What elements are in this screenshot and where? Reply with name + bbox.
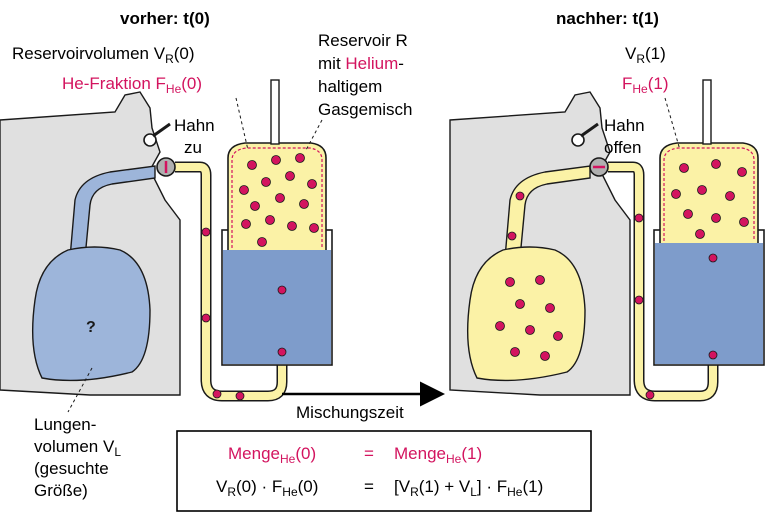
tube-fill-after: [608, 163, 717, 400]
svg-text:Lungen-: Lungen-: [34, 415, 96, 434]
tube-particles-before: [201, 227, 287, 401]
heading-after: nachher: t(1): [556, 9, 659, 28]
equation-line2-eq: =: [364, 477, 374, 496]
svg-text:Gasgemisch: Gasgemisch: [318, 100, 412, 119]
valve-closed-label-line2: zu: [184, 138, 202, 157]
helium-particles-after: [671, 159, 749, 239]
equation-line2-right: [VR(1) + VL] · FHe(1): [394, 477, 543, 499]
reservoir-volume-before-label: Reservoirvolumen VR(0): [12, 44, 195, 66]
lung-after: [466, 246, 586, 382]
bell-rod-after: [702, 79, 712, 145]
lung-volume-label: Lungen- volumen VL (gesuchte Größe): [34, 415, 121, 500]
bell-outline-dashed-before: [231, 147, 323, 248]
bell-outline-dashed-after: [663, 147, 755, 241]
equation-line2-left: VR(0) · FHe(0): [216, 477, 318, 499]
equation-line1-right: MengeHe(1): [394, 444, 482, 466]
tube-fill-before: [175, 163, 286, 400]
mouthpiece-before: [143, 133, 157, 147]
svg-text:haltigem: haltigem: [318, 77, 382, 96]
bell-rod-before: [270, 79, 280, 145]
equation-line1-left: MengeHe(0): [228, 444, 316, 466]
valve-open-label-line2: offen: [604, 138, 642, 157]
mouthpiece-stem-after: [580, 122, 599, 138]
mouthpiece-stem-before: [152, 122, 171, 138]
leader-lines: [67, 97, 681, 413]
reservoir-volume-after-label: VR(1): [625, 44, 666, 66]
svg-text:volumen VL: volumen VL: [34, 437, 121, 459]
airway-after: [504, 165, 591, 259]
he-fraction-after-label: FHe(1): [622, 74, 669, 96]
equation-line1-eq: =: [364, 444, 374, 463]
he-fraction-before-label: He-Fraktion FHe(0): [62, 74, 202, 96]
mouthpiece-after: [571, 133, 585, 147]
heading-before: vorher: t(0): [120, 9, 210, 28]
reservoir-description: Reservoir R mit Helium- haltigem Gasgemi…: [318, 31, 412, 119]
svg-text:Reservoir R: Reservoir R: [318, 31, 408, 50]
water-before: [223, 250, 331, 364]
water-after: [655, 243, 763, 364]
scene-after: [449, 79, 765, 402]
tube-particles-after: [634, 213, 718, 400]
valve-closed-label-line1: Hahn: [174, 116, 215, 135]
svg-text:mit Helium-: mit Helium-: [318, 54, 404, 73]
unknown-volume-mark: ?: [86, 319, 96, 336]
svg-text:Größe): Größe): [34, 481, 88, 500]
airway-before: [69, 165, 156, 259]
valve-open-label-line1: Hahn: [604, 116, 645, 135]
mixing-time-label: Mischungszeit: [296, 403, 404, 422]
equation-box: [176, 430, 592, 512]
scene-before: [0, 79, 333, 402]
svg-text:(gesuchte: (gesuchte: [34, 459, 109, 478]
helium-particles-before: [239, 153, 319, 247]
lung-particles-after: [495, 191, 563, 361]
lung-before: [31, 246, 151, 382]
